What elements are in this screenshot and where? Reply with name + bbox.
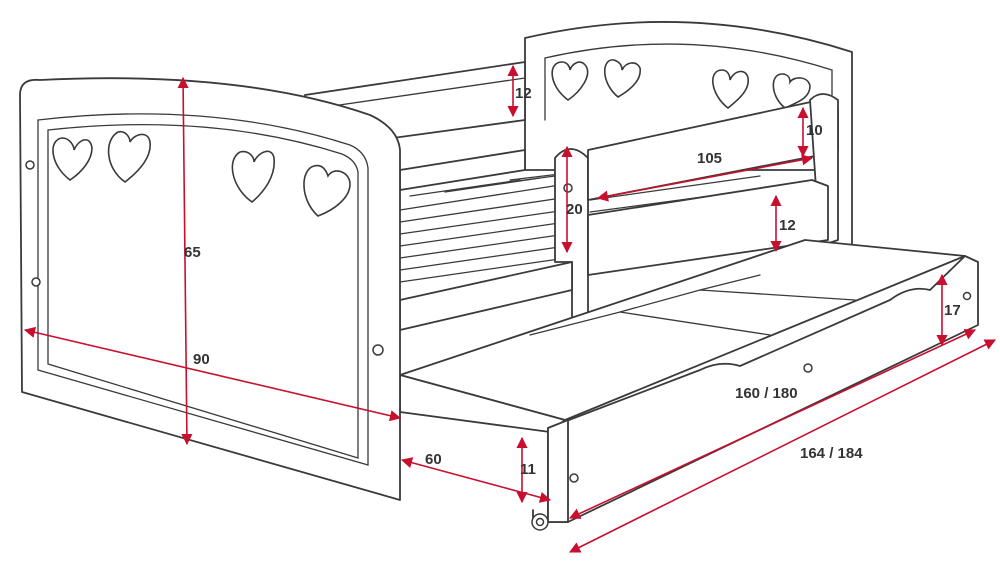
dimension-labels: 65 90 12 10 105 20 12 17 160 / 180 164 /… — [184, 85, 961, 478]
label-drawer-height: 17 — [944, 302, 961, 319]
heart-icon — [712, 69, 749, 110]
label-drawer-length: 160 / 180 — [735, 385, 798, 402]
dim-line-bed-length — [568, 339, 997, 553]
label-bed-length: 164 / 184 — [800, 445, 863, 462]
label-front-rail-length: 105 — [697, 150, 722, 167]
dimension-lines — [23, 64, 997, 553]
label-barrier-height: 20 — [566, 201, 583, 218]
dim-line-front-rail-length — [596, 154, 814, 202]
label-back-rail-height: 12 — [515, 85, 532, 102]
label-floor-clearance: 11 — [520, 461, 536, 478]
safety-barrier — [554, 148, 589, 323]
heart-icon — [231, 150, 275, 204]
heart-icon — [107, 130, 151, 183]
heart-icon — [303, 164, 351, 217]
heart-icon — [603, 59, 641, 98]
heart-icon — [52, 137, 93, 181]
label-headboard-height: 65 — [184, 244, 201, 261]
label-front-rail-top: 10 — [806, 122, 823, 139]
heart-icon — [551, 61, 589, 101]
front-headboard — [19, 77, 401, 501]
label-headboard-width: 90 — [193, 351, 210, 368]
label-drawer-pull-out: 60 — [425, 451, 442, 468]
dim-line-headboard-width — [23, 326, 402, 422]
label-front-rail-lower: 12 — [779, 217, 796, 234]
heart-icon — [772, 73, 811, 109]
